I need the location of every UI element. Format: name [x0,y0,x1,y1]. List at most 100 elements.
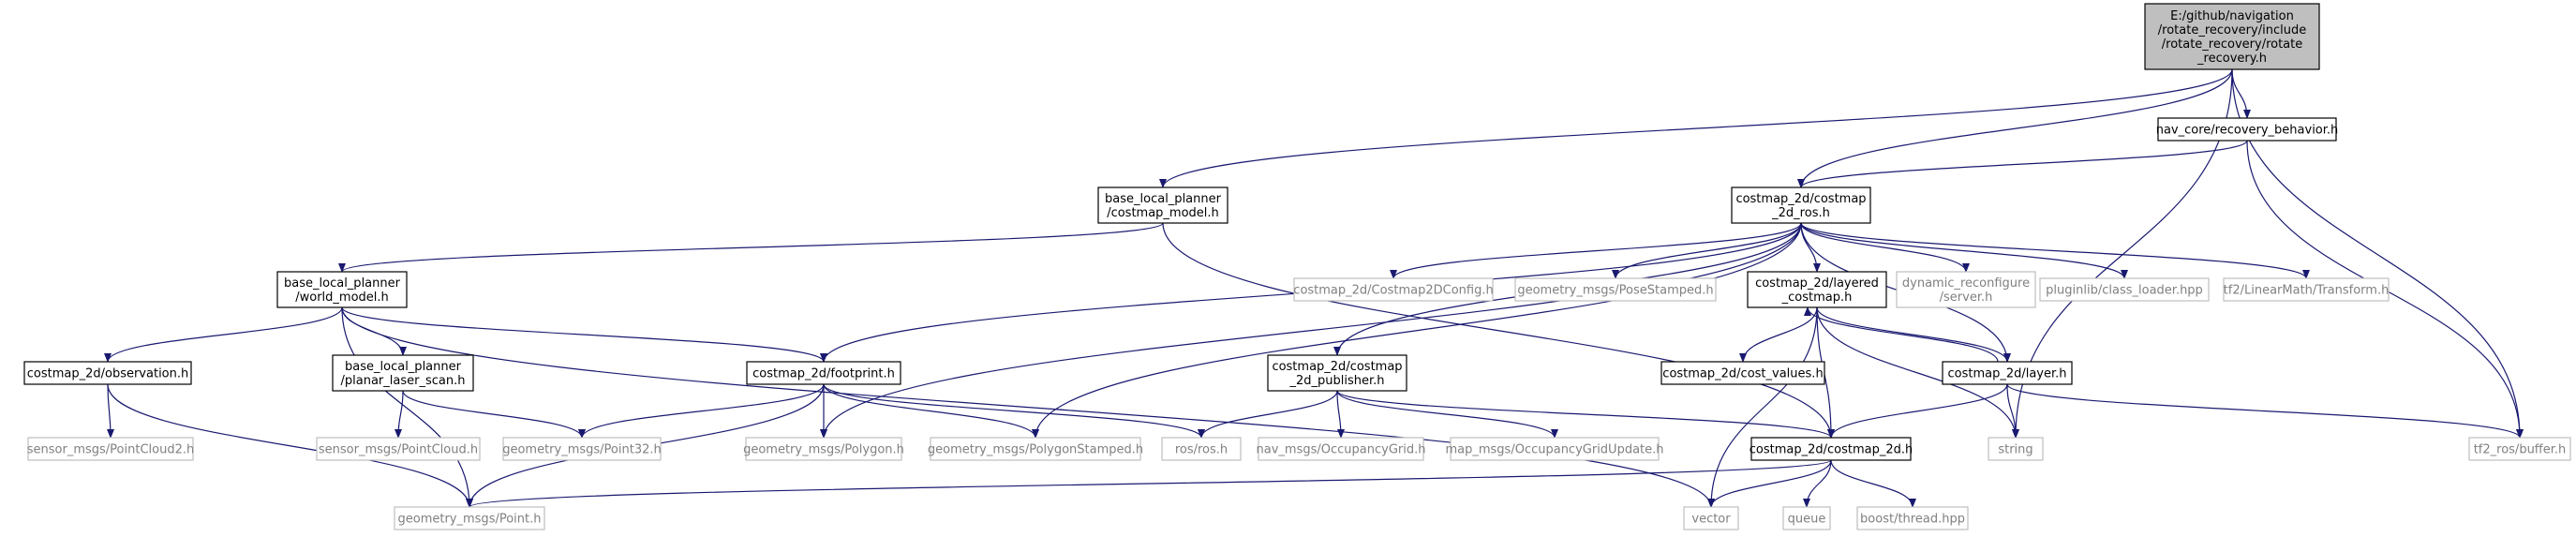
node-class-loader[interactable]: pluginlib/class_loader.hpp [2039,277,2210,302]
node-costmap-2d-publisher[interactable]: costmap_2d/costmap_2d_publisher.h [1267,354,1407,392]
node-label-line: costmap_2d/costmap [1272,360,1402,374]
node-label-line: geometry_msgs/PolygonStamped.h [928,443,1143,457]
node-box [1896,271,2036,308]
edge-costmap-2d-ros-to-dynamic-reconfigure [1800,222,1970,273]
edge-layered-costmap-to-cost-values [1739,306,1818,363]
edge-layer-to-layered-costmap [1804,306,1999,363]
node-tf2-ros-buffer[interactable]: tf2_ros/buffer.h [2468,437,2571,461]
edge-base-local-planner-world-model-to-point [341,306,473,508]
edge-costmap-2d-publisher-to-ros [1198,390,1338,439]
edge-footprint-to-polygonstamped [823,383,1039,439]
node-layer[interactable]: costmap_2d/layer.h [1942,361,2073,385]
node-label-line: map_msgs/OccupancyGridUpdate.h [1445,443,1663,457]
node-label-line: vector [1691,513,1731,527]
node-observation[interactable]: costmap_2d/observation.h [23,361,192,385]
edge-costmap-2d-ros-to-transform [1800,222,2310,279]
node-polygonstamped[interactable]: geometry_msgs/PolygonStamped.h [928,437,1143,461]
node-box [2468,437,2571,461]
node-transform[interactable]: tf2/LinearMath/Transform.h [2223,277,2390,302]
node-box [1161,437,1242,461]
node-boost-thread[interactable]: boost/thread.hpp [1856,506,1969,530]
node-nav-core-recovery[interactable]: nav_core/recovery_behavior.h [2156,117,2339,142]
node-layered-costmap[interactable]: costmap_2d/layered_costmap.h [1747,271,1887,308]
edge-costmap-2d-to-queue [1803,459,1832,508]
node-base-local-planner-world-model[interactable]: base_local_planner/world_model.h [276,271,408,308]
node-costmap-2d[interactable]: costmap_2d/costmap_2d.h [1750,437,1913,461]
node-label-line: boost/thread.hpp [1860,513,1965,527]
edge-nav-core-recovery-to-costmap-2d-ros [1797,140,2248,188]
node-box [27,437,194,461]
node-box [1267,354,1407,392]
node-costmap2dconfig[interactable]: costmap_2d/Costmap2DConfig.h [1293,277,1494,302]
node-box [1660,361,1825,385]
node-planar-laser-scan[interactable]: base_local_planner/planar_laser_scan.h [332,354,474,392]
node-box [745,437,902,461]
node-box [2223,277,2390,302]
node-cost-values[interactable]: costmap_2d/cost_values.h [1660,361,1825,385]
edge-base-local-planner-world-model-to-footprint [341,306,827,363]
edge-layer-to-tf2-ros-buffer [2006,383,2524,439]
node-label-line: string [1998,443,2033,457]
node-label-line: pluginlib/class_loader.hpp [2046,284,2203,298]
node-point32[interactable]: geometry_msgs/Point32.h [502,437,662,461]
node-box [1856,506,1969,530]
edge-costmap-2d-ros-to-class-loader [1800,222,2128,279]
node-label-line: /server.h [1940,291,1993,305]
node-label-line: _costmap.h [1781,291,1853,305]
edge-observation-to-point [107,383,473,508]
node-label-line: /rotate_recovery/rotate [2162,37,2303,52]
node-point[interactable]: geometry_msgs/Point.h [394,506,545,530]
node-dynamic-reconfigure[interactable]: dynamic_reconfigure/server.h [1896,271,2036,308]
node-occupancygrid[interactable]: nav_msgs/OccupancyGrid.h [1257,437,1426,461]
node-label-line: _2d_ros.h [1771,206,1830,220]
node-box [1782,506,1831,530]
edge-costmap-2d-ros-to-costmap2dconfig [1390,222,1802,279]
node-label-line: _recovery.h [2196,52,2267,66]
node-string[interactable]: string [1988,437,2044,461]
node-vector[interactable]: vector [1683,506,1739,530]
node-label-line: /costmap_model.h [1107,206,1219,220]
node-label-line: base_local_planner [345,360,462,374]
edge-base-local-planner-costmap-model-to-base-local-planner-world-model [338,222,1164,273]
node-pointcloud[interactable]: sensor_msgs/PointCloud.h [316,437,481,461]
edge-layered-costmap-to-vector [1707,306,1818,508]
node-rotate-recovery[interactable]: E:/github/navigation/rotate_recovery/inc… [2144,3,2320,70]
edge-costmap-2d-to-point [466,459,1832,508]
node-label-line: geometry_msgs/Polygon.h [743,443,904,457]
node-box [1988,437,2044,461]
edge-rotate-recovery-to-costmap-2d-ros [1797,68,2233,188]
node-box [1293,277,1494,302]
node-label-line: geometry_msgs/PoseStamped.h [1517,284,1713,298]
node-base-local-planner-costmap-model[interactable]: base_local_planner/costmap_model.h [1097,186,1228,224]
edge-costmap-2d-publisher-to-occupancygridupdate [1336,390,1558,439]
edge-base-local-planner-world-model-to-vector [341,306,1715,508]
node-polygon[interactable]: geometry_msgs/Polygon.h [743,437,904,461]
node-label-line: /world_model.h [295,291,389,305]
node-ros[interactable]: ros/ros.h [1161,437,1242,461]
node-box [394,506,545,530]
node-footprint[interactable]: costmap_2d/footprint.h [746,361,901,385]
node-box [332,354,474,392]
edge-observation-to-pointcloud2 [106,383,114,439]
node-box [2157,117,2337,142]
node-label-line: sensor_msgs/PointCloud2.h [27,443,194,457]
node-queue[interactable]: queue [1782,506,1831,530]
node-label-line: nav_core/recovery_behavior.h [2156,124,2339,138]
edge-rotate-recovery-to-base-local-planner-costmap-model [1159,68,2233,188]
node-box [276,271,408,308]
node-box [2039,277,2210,302]
node-pointcloud2[interactable]: sensor_msgs/PointCloud2.h [27,437,194,461]
edge-costmap-2d-publisher-to-costmap-2d [1336,390,1835,439]
file-nodes: E:/github/navigation/rotate_recovery/inc… [23,3,2571,530]
node-label-line: dynamic_reconfigure [1902,276,2030,291]
node-label-line: /rotate_recovery/include [2158,23,2306,37]
node-costmap-2d-ros[interactable]: costmap_2d/costmap_2d_ros.h [1731,186,1871,224]
node-label-line: sensor_msgs/PointCloud.h [319,443,478,457]
node-occupancygridupdate[interactable]: map_msgs/OccupancyGridUpdate.h [1445,437,1664,461]
node-posestamped[interactable]: geometry_msgs/PoseStamped.h [1514,277,1717,302]
edge-layer-to-costmap-2d [1827,383,2008,439]
node-box [930,437,1141,461]
edge-costmap-2d-publisher-to-occupancygrid [1336,390,1345,439]
edge-costmap-2d-to-vector [1707,459,1832,508]
edge-base-local-planner-world-model-to-observation [104,306,343,363]
